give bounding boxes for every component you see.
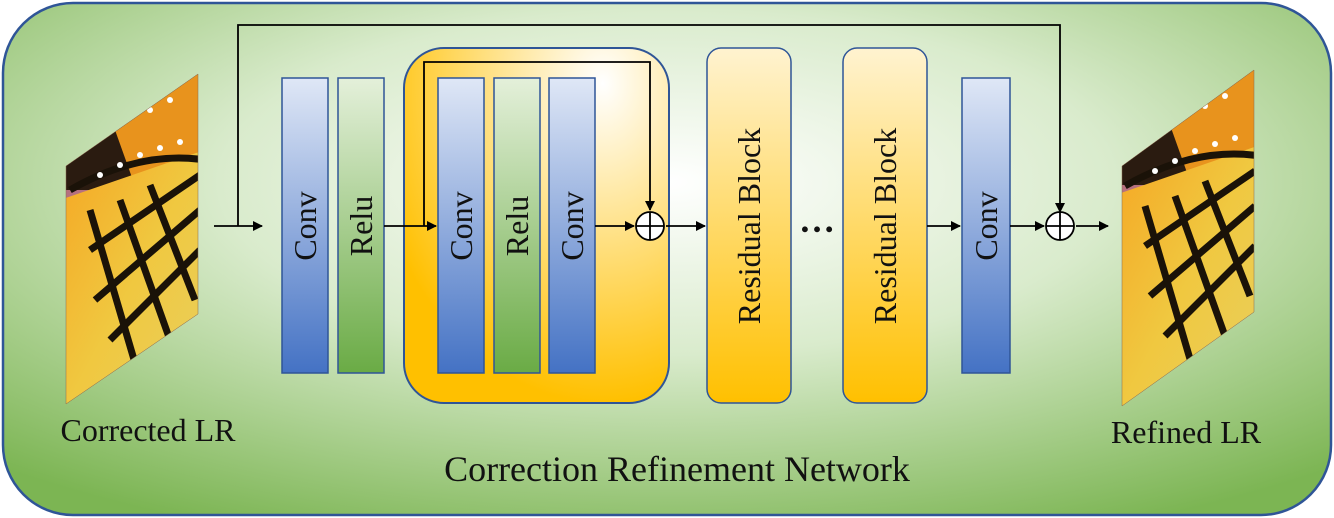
residual-block-1	[706, 47, 792, 404]
conv-layer-1	[281, 77, 329, 374]
residual-block-2-label: Residual Block	[867, 128, 903, 324]
output-butterfly-image	[1122, 70, 1254, 406]
ellipsis: …	[799, 200, 835, 240]
relu-1-label: Relu	[343, 196, 379, 256]
res-conv-b-label: Conv	[554, 191, 590, 260]
res-conv-a-label: Conv	[443, 191, 479, 260]
network-title: Correction Refinement Network	[444, 449, 910, 489]
relu-layer-1	[337, 77, 385, 374]
conv-final-label: Conv	[968, 191, 1004, 260]
res-relu-layer	[493, 77, 541, 374]
res-conv-layer-a	[437, 77, 485, 374]
local-skip-connection	[423, 61, 655, 226]
sum-operator-outer	[1045, 211, 1075, 241]
global-skip-connection	[237, 24, 1065, 226]
residual-block-1-label: Residual Block	[731, 128, 767, 324]
conv-layer-final	[961, 77, 1011, 374]
res-relu-label: Relu	[499, 196, 535, 256]
conv-1-label: Conv	[287, 191, 323, 260]
input-image-label: Corrected LR	[60, 412, 236, 448]
output-image-label: Refined LR	[1111, 414, 1262, 450]
sum-operator-inner	[635, 211, 665, 241]
